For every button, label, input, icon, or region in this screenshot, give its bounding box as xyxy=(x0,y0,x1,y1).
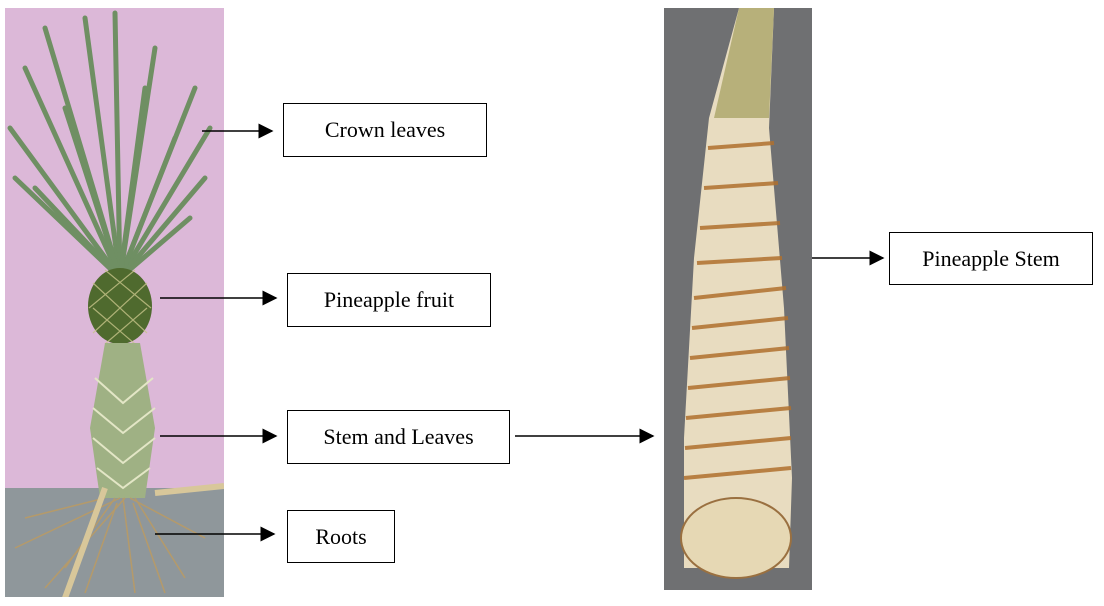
pineapple-fruit-label: Pineapple fruit xyxy=(287,273,491,327)
roots-label: Roots xyxy=(287,510,395,563)
crown-leaves-label: Crown leaves xyxy=(283,103,487,157)
pineapple-stem-photo xyxy=(664,8,812,590)
pineapple-plant-photo xyxy=(5,8,224,597)
stem-and-leaves-label: Stem and Leaves xyxy=(287,410,510,464)
pineapple-stem-label: Pineapple Stem xyxy=(889,232,1093,285)
